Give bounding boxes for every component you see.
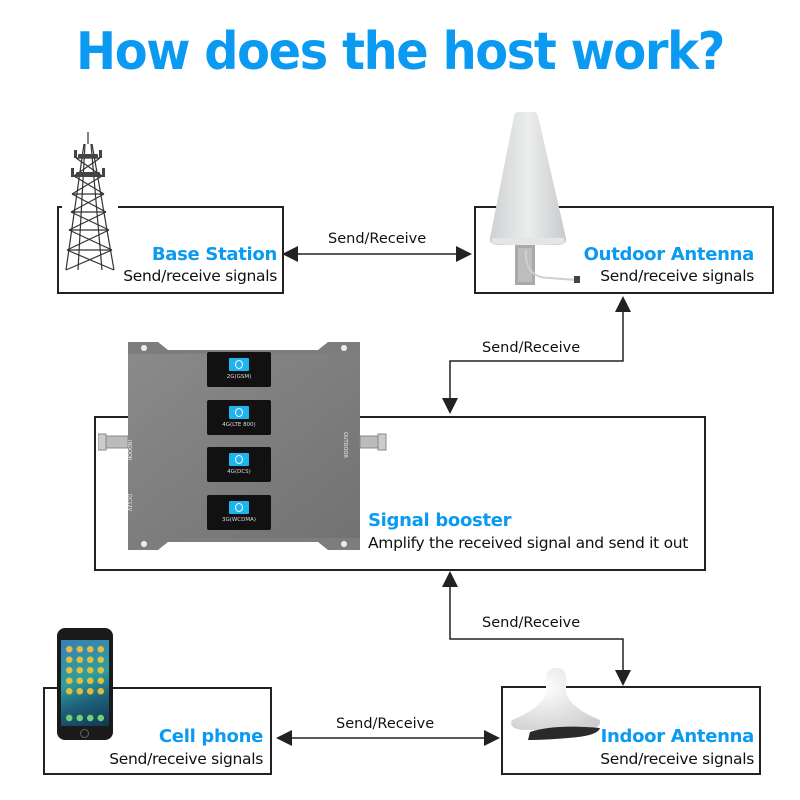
signal-booster-icon: INDOOR DC12V OUTDOOR 2G(GSM) 4G(LTE 800)… — [98, 336, 388, 556]
indoor-antenna-box — [501, 686, 761, 775]
signal-booster-desc: Amplify the received signal and send it … — [368, 534, 689, 552]
indoor-antenna-title: Indoor Antenna — [600, 726, 755, 747]
arrowhead-left — [276, 730, 292, 746]
port-label-power: DC12V — [126, 494, 132, 512]
signal-booster-title: Signal booster — [368, 510, 512, 531]
cell-phone-desc: Send/receive signals — [109, 750, 263, 768]
cell-phone-box — [43, 687, 272, 775]
outdoor-antenna-box — [474, 206, 774, 294]
signal-booster-box — [94, 416, 706, 571]
arrowhead-down — [615, 670, 631, 686]
outdoor-antenna-title: Outdoor Antenna — [583, 244, 755, 265]
connector-outdoor-booster — [449, 310, 624, 400]
outdoor-antenna-icon — [489, 112, 580, 285]
arrowhead-right — [456, 246, 472, 262]
connection-label: Send/Receive — [482, 340, 581, 356]
band-module: 3G(WCDMA) — [207, 495, 271, 530]
band-indicator-icon — [229, 358, 249, 371]
connection-label: Send/Receive — [336, 716, 435, 732]
connection-label: Send/Receive — [482, 615, 581, 631]
band-indicator-icon — [229, 501, 249, 514]
arrowhead-left — [282, 246, 298, 262]
band-module: 4G(DCS) — [207, 447, 271, 482]
smartphone-icon — [57, 628, 113, 740]
connection-label: Send/Receive — [328, 231, 427, 247]
outdoor-antenna-desc: Send/receive signals — [600, 267, 754, 285]
connector-booster-indoor — [449, 585, 624, 672]
band-module: 4G(LTE 800) — [207, 400, 271, 435]
band-label: 3G(WCDMA) — [221, 517, 257, 523]
arrowhead-right — [484, 730, 500, 746]
band-label: 4G(LTE 800) — [222, 422, 256, 428]
cell-phone-title: Cell phone — [158, 726, 263, 747]
cell-tower-icon — [62, 132, 118, 271]
indoor-antenna-desc: Send/receive signals — [600, 750, 754, 768]
band-indicator-icon — [229, 406, 249, 419]
arrowhead-up — [615, 296, 631, 312]
port-label-outdoor: OUTDOOR — [342, 432, 348, 458]
band-label: 2G(GSM) — [226, 374, 252, 380]
band-module: 2G(GSM) — [207, 352, 271, 387]
base-station-box — [57, 206, 284, 294]
ceiling-antenna-icon — [511, 668, 601, 740]
base-station-title: Base Station — [151, 244, 277, 265]
band-label: 4G(DCS) — [227, 469, 251, 475]
port-label-indoor: INDOOR — [126, 440, 132, 461]
page-title: How does the host work? — [76, 22, 725, 82]
band-indicator-icon — [229, 453, 249, 466]
arrowhead-up — [442, 571, 458, 587]
base-station-desc: Send/receive signals — [123, 267, 277, 285]
arrowhead-down — [442, 398, 458, 414]
